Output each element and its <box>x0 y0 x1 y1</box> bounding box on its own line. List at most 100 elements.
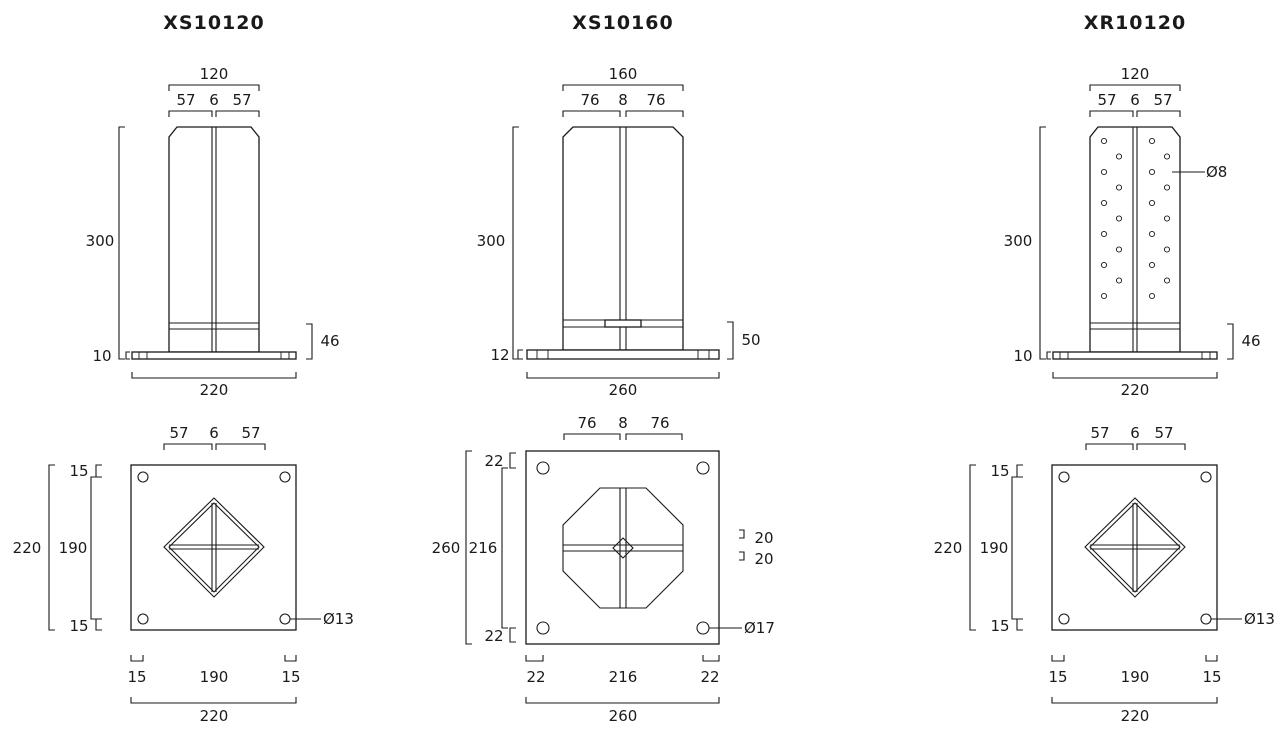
cross-fins <box>1090 503 1180 592</box>
width-part-right: 57 <box>232 91 251 109</box>
plate-thickness-dim-line <box>1046 351 1051 360</box>
edge-top-label: 15 <box>990 462 1009 480</box>
bottom-edge-middle: 190 <box>200 668 229 686</box>
base-height-dim-line <box>306 323 313 360</box>
top-view: 57 6 57 Ø13 220 190 15 15 15 190 15 <box>13 424 354 725</box>
top-height-inner-label: 190 <box>980 539 1009 557</box>
perforation-hole <box>1115 277 1123 284</box>
perforation-hole <box>1148 168 1156 176</box>
plate-thickness-label: 10 <box>1013 347 1032 365</box>
top-width-part-right: 57 <box>241 424 260 442</box>
anchor-hole <box>279 471 291 483</box>
plate-hole-marks <box>1059 352 1211 359</box>
width-total-label: 120 <box>1121 65 1150 83</box>
plate-thickness-label: 12 <box>490 346 509 364</box>
bottom-edge-left: 15 <box>127 668 146 686</box>
perforation-hole <box>1163 184 1171 191</box>
width-part-middle: 6 <box>1130 91 1140 109</box>
bottom-total-label: 220 <box>1121 707 1150 725</box>
side-view: 120 57 6 57 300 10 46 220 <box>86 65 340 399</box>
bottom-total-dim-line <box>130 697 297 704</box>
edge-bottom-label: 15 <box>990 617 1009 635</box>
top-height-inner-dim-line <box>501 467 508 629</box>
base-plate <box>1052 351 1218 360</box>
base-height-label: 50 <box>741 331 760 349</box>
width-part-left: 57 <box>176 91 195 109</box>
product-title: XR10120 <box>1084 12 1186 34</box>
cross-fins <box>169 503 259 592</box>
perforation-hole <box>1115 215 1123 222</box>
height-dim-line <box>512 126 519 360</box>
perforation-holes <box>1100 137 1171 300</box>
top-width-parts-dim-line <box>163 443 266 450</box>
width-part-left: 76 <box>580 91 599 109</box>
rib-gap-bottom-dim-line <box>739 551 745 561</box>
top-width-part-right: 76 <box>650 414 669 432</box>
base-stiffener <box>169 322 259 330</box>
height-label: 300 <box>477 232 506 250</box>
base-height-dim-line <box>1227 323 1234 360</box>
edge-top-label: 15 <box>69 462 88 480</box>
edge-bottom-label: 22 <box>484 627 503 645</box>
height-label: 300 <box>86 232 115 250</box>
top-height-inner-label: 190 <box>59 539 88 557</box>
post-center-fin <box>1132 127 1138 352</box>
bottom-edges-dim-line <box>1051 655 1218 662</box>
top-view: 76 8 76 Ø17 20 20 260 216 22 22 <box>432 414 775 725</box>
perforation-hole <box>1100 168 1108 176</box>
rib-gap-bottom-label: 20 <box>754 550 773 568</box>
top-height-total-dim-line <box>48 464 55 631</box>
top-width-part-middle: 6 <box>1130 424 1140 442</box>
side-view: 160 76 8 76 300 12 50 260 <box>477 65 761 399</box>
bottom-edges-dim-line <box>525 655 720 662</box>
edge-bottom-dim-line <box>509 627 516 643</box>
top-width-part-middle: 8 <box>618 414 628 432</box>
anchor-hole <box>536 621 550 635</box>
width-parts-dim-line <box>562 110 684 117</box>
top-height-total-label: 220 <box>934 539 963 557</box>
base-height-label: 46 <box>320 332 339 350</box>
base-height-dim-line <box>727 321 734 360</box>
post-body <box>1089 126 1181 353</box>
plate-hole-marks <box>536 350 710 359</box>
perforation-hole <box>1148 261 1156 269</box>
width-total-label: 120 <box>200 65 229 83</box>
product-title: XS10120 <box>163 12 264 34</box>
base-width-label: 220 <box>200 381 229 399</box>
top-height-inner-dim-line <box>90 476 97 620</box>
top-width-parts-dim-line <box>1085 443 1186 450</box>
perforation-hole <box>1148 199 1156 207</box>
product-xr10120: XR10120 120 57 6 57 Ø8 300 10 46 220 <box>934 12 1275 725</box>
bottom-total-label: 220 <box>200 707 229 725</box>
product-xs10120: XS10120 120 57 6 57 300 10 46 220 <box>13 12 354 725</box>
width-total-dim-line <box>1089 84 1181 91</box>
diamond-base <box>1084 497 1186 598</box>
bottom-edge-right: 15 <box>1202 668 1221 686</box>
octagon-base <box>562 487 684 609</box>
bottom-total-dim-line <box>1051 697 1218 704</box>
top-height-total-label: 220 <box>13 539 42 557</box>
bottom-edge-left: 22 <box>526 668 545 686</box>
product-xs10160: XS10160 160 76 8 76 300 12 50 260 76 <box>432 12 775 725</box>
plate-thickness-label: 10 <box>92 347 111 365</box>
perforation-hole <box>1100 199 1108 207</box>
top-width-part-left: 57 <box>169 424 188 442</box>
edge-top-dim-line <box>95 464 102 478</box>
perforation-hole <box>1163 153 1171 160</box>
top-width-part-middle: 6 <box>209 424 219 442</box>
base-width-label: 260 <box>609 381 638 399</box>
diamond-base <box>163 497 265 598</box>
top-height-inner-label: 216 <box>469 539 498 557</box>
width-part-left: 57 <box>1097 91 1116 109</box>
perforation-hole <box>1115 246 1123 253</box>
top-height-total-dim-line <box>969 464 976 631</box>
top-height-total-label: 260 <box>432 539 461 557</box>
width-total-dim-line <box>562 84 684 91</box>
height-dim-line <box>118 126 125 360</box>
base-plate <box>526 349 720 360</box>
width-part-right: 76 <box>646 91 665 109</box>
edge-top-label: 22 <box>484 452 503 470</box>
rib-gap-top-label: 20 <box>754 529 773 547</box>
